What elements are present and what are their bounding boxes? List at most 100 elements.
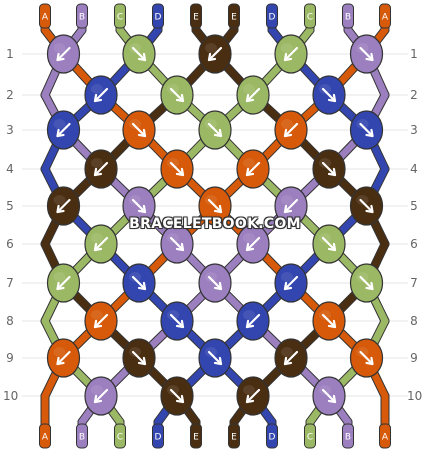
strand-letter: E bbox=[231, 433, 237, 443]
arrow-down-left-icon bbox=[56, 198, 71, 214]
knot bbox=[274, 338, 308, 378]
row-label: 2 bbox=[410, 88, 418, 102]
knot-highlight bbox=[319, 233, 331, 243]
strand-letter: B bbox=[345, 433, 351, 443]
knot-highlight bbox=[205, 347, 217, 357]
arrow-down-left-icon bbox=[283, 198, 299, 214]
strand-letter: A bbox=[382, 433, 389, 443]
knot-highlight bbox=[243, 310, 255, 320]
knot-highlight bbox=[319, 84, 331, 94]
arrow-down-right-icon bbox=[207, 122, 223, 138]
row-label: 6 bbox=[410, 237, 418, 251]
knot bbox=[198, 338, 232, 378]
knot-highlight bbox=[129, 272, 141, 282]
arrow-head bbox=[283, 128, 293, 138]
row-label: 6 bbox=[6, 237, 14, 251]
knot-highlight bbox=[356, 272, 369, 282]
knot bbox=[274, 186, 308, 226]
knot-highlight bbox=[53, 119, 66, 129]
arrow-down-right-icon bbox=[131, 46, 147, 62]
knot bbox=[84, 75, 118, 115]
arrow-down-right-icon bbox=[169, 87, 185, 103]
strand-letter: E bbox=[231, 13, 237, 23]
arrow-down-right-icon bbox=[131, 122, 147, 138]
arrow-down-left-icon bbox=[283, 350, 299, 366]
knot bbox=[236, 224, 270, 264]
thread-end-top bbox=[76, 3, 88, 29]
arrow-head bbox=[283, 356, 293, 366]
arrow-down-left-icon bbox=[245, 388, 261, 404]
arrow-down-right-icon bbox=[321, 313, 337, 329]
knot-highlight bbox=[129, 43, 141, 53]
knot bbox=[312, 149, 346, 189]
arrow-head bbox=[245, 242, 255, 252]
arrow-down-right-icon bbox=[169, 161, 185, 177]
knot-highlight bbox=[53, 195, 66, 205]
knot bbox=[84, 224, 118, 264]
arrow-down-right-icon bbox=[321, 161, 337, 177]
row-label: 9 bbox=[6, 351, 14, 365]
knot-highlight bbox=[91, 310, 103, 320]
knot-highlight bbox=[243, 385, 255, 395]
knot-highlight bbox=[91, 84, 103, 94]
thread-end-bottom bbox=[266, 423, 278, 449]
strand-letter: E bbox=[193, 13, 199, 23]
knot-highlight bbox=[167, 310, 179, 320]
row-label: 1 bbox=[6, 47, 14, 61]
arrow-down-left-icon bbox=[245, 313, 261, 329]
arrow-head bbox=[93, 319, 103, 329]
arrow-head bbox=[137, 52, 147, 62]
row-label: 9 bbox=[410, 351, 418, 365]
arrow-head bbox=[137, 204, 147, 214]
arrow-down-left-icon bbox=[56, 275, 71, 291]
knot bbox=[122, 338, 156, 378]
thread-end-bottom bbox=[228, 423, 240, 449]
knot bbox=[46, 338, 81, 378]
arrow-down-left-icon bbox=[56, 350, 71, 366]
arrow-head bbox=[56, 281, 65, 291]
arrow-down-left-icon bbox=[93, 313, 109, 329]
arrow-down-left-icon bbox=[93, 161, 109, 177]
knot bbox=[312, 376, 346, 416]
knot-highlight bbox=[167, 158, 179, 168]
arrow-down-right-icon bbox=[131, 350, 147, 366]
arrow-head bbox=[213, 204, 223, 214]
row-label: 5 bbox=[6, 199, 14, 213]
knot-highlight bbox=[356, 195, 369, 205]
knot-highlight bbox=[281, 195, 293, 205]
row-label: 10 bbox=[407, 389, 423, 403]
knot-highlight bbox=[319, 385, 331, 395]
arrow-head bbox=[327, 319, 337, 329]
knot bbox=[84, 149, 118, 189]
arrow-head bbox=[56, 356, 65, 366]
arrow-head bbox=[175, 242, 185, 252]
knots bbox=[46, 34, 384, 416]
arrow-down-right-icon bbox=[359, 275, 374, 291]
arrow-head bbox=[327, 93, 337, 103]
knot-highlight bbox=[205, 119, 217, 129]
arrow-head bbox=[175, 167, 185, 177]
arrow-down-right-icon bbox=[169, 313, 185, 329]
knot-highlight bbox=[243, 84, 255, 94]
thread-end-top bbox=[114, 3, 126, 29]
thread-end-top bbox=[304, 3, 316, 29]
knot-highlight bbox=[281, 119, 293, 129]
knot bbox=[122, 186, 156, 226]
arrow-down-left-icon bbox=[56, 46, 71, 62]
knot bbox=[349, 186, 384, 226]
strand-letter: D bbox=[155, 433, 162, 443]
knot bbox=[198, 186, 232, 226]
thread-end-top bbox=[39, 3, 51, 29]
arrow-down-left-icon bbox=[245, 236, 261, 252]
row-label: 2 bbox=[6, 88, 14, 102]
arrow-head bbox=[56, 52, 65, 62]
arrow-down-right-icon bbox=[207, 198, 223, 214]
arrow-head bbox=[93, 167, 103, 177]
thread-end-top bbox=[190, 3, 202, 29]
row-label: 5 bbox=[410, 199, 418, 213]
arrow-head bbox=[56, 204, 65, 214]
knot bbox=[312, 301, 346, 341]
arrow-down-left-icon bbox=[56, 122, 71, 138]
